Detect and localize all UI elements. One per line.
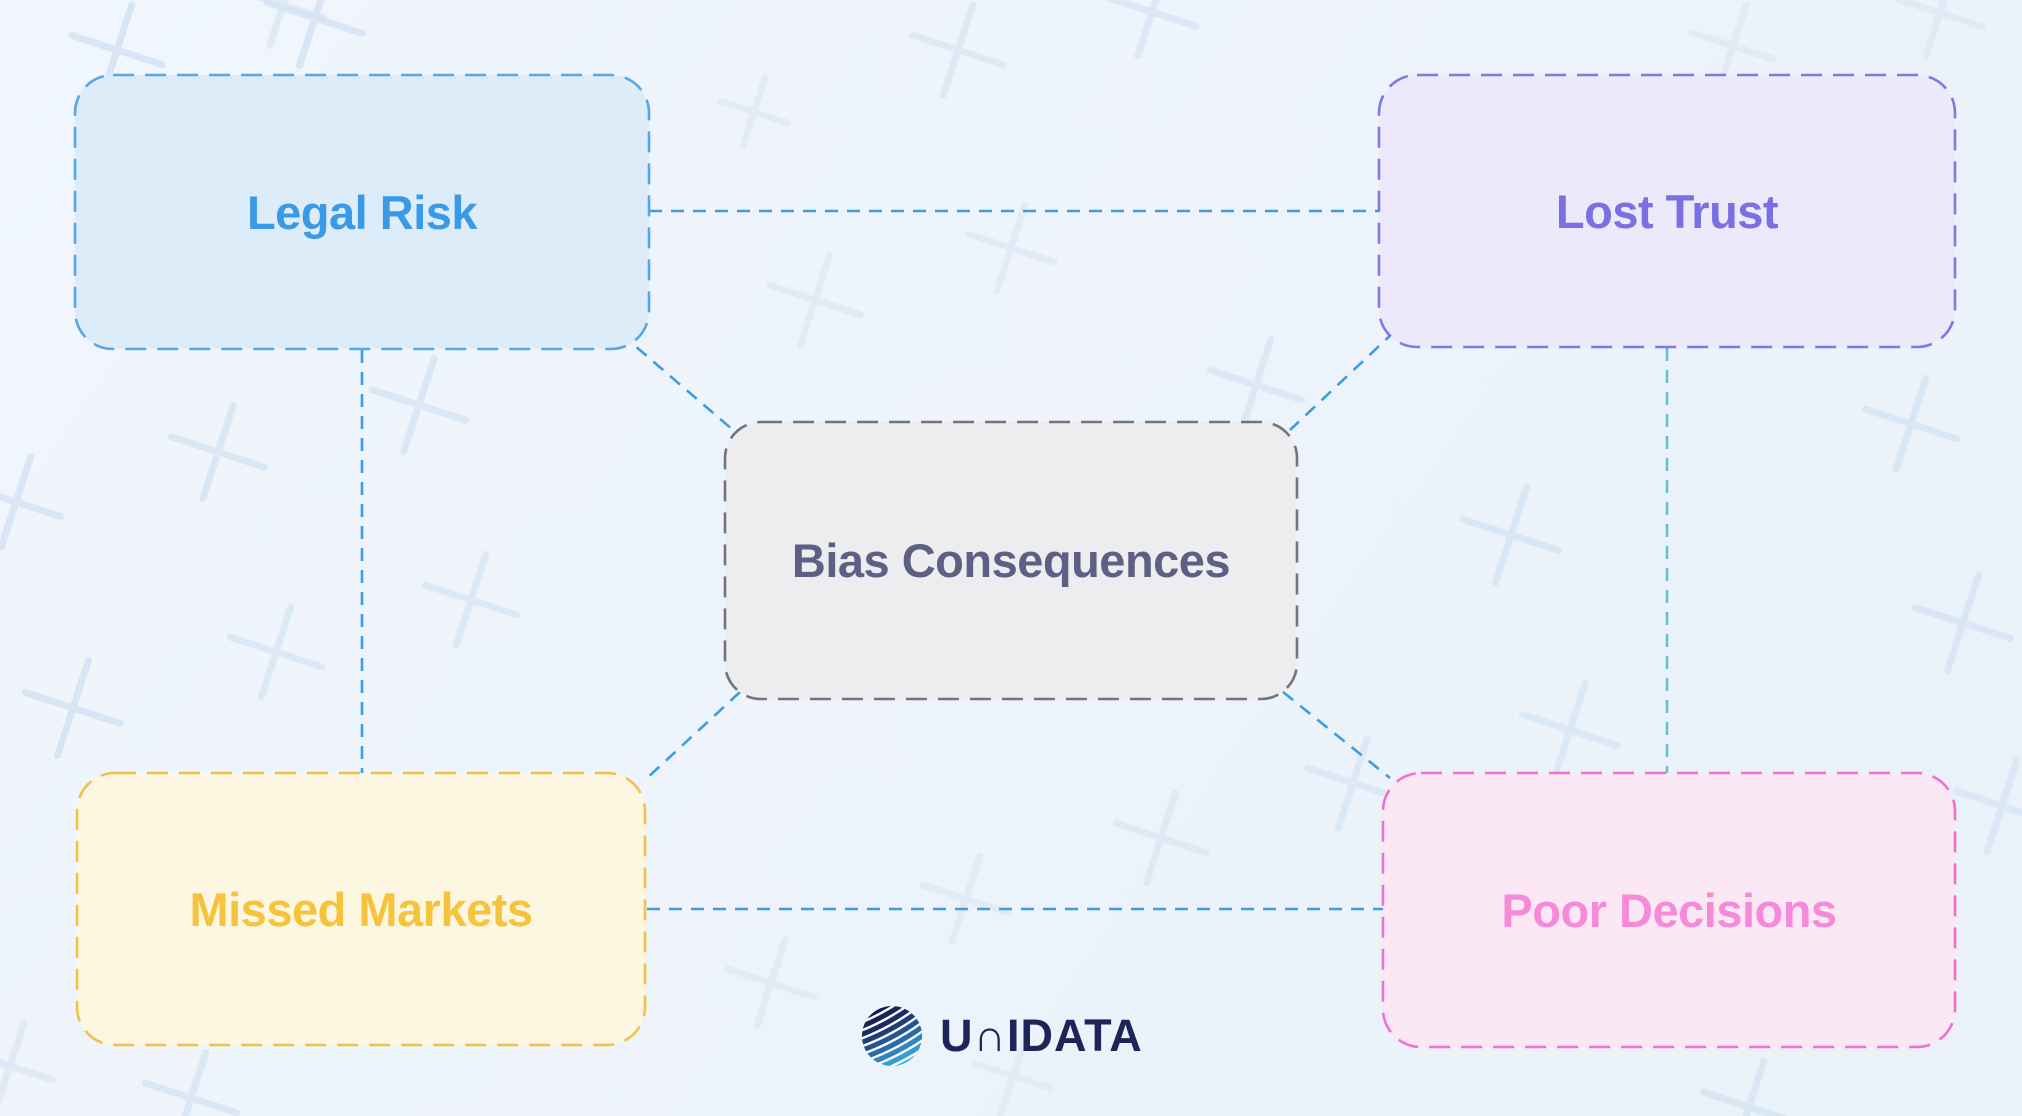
node-box-missed-markets [75,771,647,1047]
connector-bias-missed [644,691,741,781]
node-box-poor-decisions [1381,771,1957,1049]
connector-bias-poor [1282,690,1391,780]
unidata-logo: U∩IDATA [860,992,1143,1080]
globe-icon [861,1005,923,1067]
connectors [360,209,1669,911]
node-box-lost-trust [1377,73,1957,349]
node-box-legal-risk [73,73,651,351]
logo-wordmark: U∩IDATA [940,1010,1143,1061]
node-box-bias-consequences [723,420,1299,701]
node-boxes [73,73,1957,1049]
connector-legal-bias [619,332,734,431]
connector-lost-bias [1289,330,1396,431]
